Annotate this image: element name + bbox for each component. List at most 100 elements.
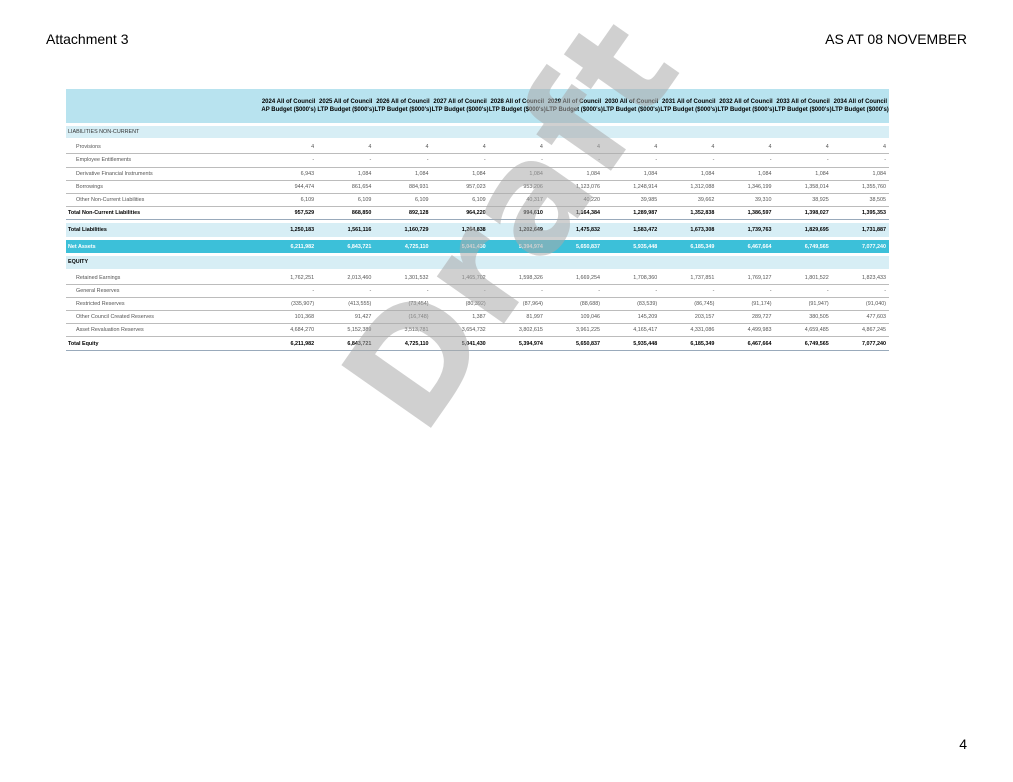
value-cell: 4 bbox=[660, 141, 718, 155]
value-cell: 1,084 bbox=[488, 167, 546, 181]
value-cell: 6,185,349 bbox=[660, 240, 718, 254]
value-cell: 6,843,721 bbox=[317, 336, 375, 351]
value-cell: 1,084 bbox=[831, 167, 889, 181]
value-cell: 1,084 bbox=[717, 167, 775, 181]
value-cell: - bbox=[317, 153, 375, 168]
value-cell: 1,289,987 bbox=[603, 206, 661, 221]
value-cell: 5,041,430 bbox=[431, 336, 489, 351]
value-cell: 1,475,832 bbox=[545, 223, 604, 238]
value-cell: 380,505 bbox=[774, 310, 832, 325]
header-label-cell bbox=[66, 89, 260, 123]
value-cell: 1,801,522 bbox=[774, 271, 832, 285]
column-header: 2028 All of Council LTP Budget ($000's) bbox=[488, 89, 546, 123]
row-label: Total Equity bbox=[66, 336, 260, 351]
value-cell: 1,395,353 bbox=[831, 206, 889, 221]
value-cell: 4 bbox=[831, 141, 889, 155]
value-cell: 4 bbox=[717, 141, 775, 155]
value-cell: 2,013,460 bbox=[317, 271, 375, 285]
column-header: 2034 All of Council LTP Budget ($000's) bbox=[831, 89, 889, 123]
value-cell: 944,474 bbox=[260, 180, 318, 194]
value-cell: 3,654,732 bbox=[431, 323, 489, 338]
row-label: Net Assets bbox=[66, 240, 260, 254]
value-cell: 4 bbox=[774, 141, 832, 155]
value-cell: 5,935,448 bbox=[603, 336, 661, 351]
value-cell: 145,209 bbox=[603, 310, 661, 325]
column-header: 2029 All of Council LTP Budget ($000's) bbox=[545, 89, 604, 123]
value-cell: 4,867,245 bbox=[831, 323, 889, 338]
value-cell: 1,164,384 bbox=[545, 206, 604, 221]
value-cell: 5,394,974 bbox=[488, 336, 546, 351]
value-cell: 6,211,982 bbox=[260, 336, 318, 351]
value-cell: (87,964) bbox=[488, 297, 546, 312]
row-label: Employee Entitlements bbox=[66, 153, 260, 168]
value-cell: 1,160,729 bbox=[374, 223, 432, 238]
value-cell: 6,185,349 bbox=[660, 336, 718, 351]
value-cell: - bbox=[545, 153, 604, 168]
value-cell: 6,109 bbox=[317, 193, 375, 208]
value-cell: (335,907) bbox=[260, 297, 318, 312]
value-cell: 5,394,974 bbox=[488, 240, 546, 254]
value-cell: 1,084 bbox=[374, 167, 432, 181]
value-cell: 6,109 bbox=[431, 193, 489, 208]
value-cell: 4 bbox=[603, 141, 661, 155]
row-label: Restricted Reserves bbox=[66, 297, 260, 312]
value-cell: (73,454) bbox=[374, 297, 432, 312]
value-cell: 6,943 bbox=[260, 167, 318, 181]
value-cell: 1,084 bbox=[774, 167, 832, 181]
column-header: 2032 All of Council LTP Budget ($000's) bbox=[717, 89, 775, 123]
value-cell: (83,539) bbox=[603, 297, 661, 312]
attachment-label: Attachment 3 bbox=[46, 31, 129, 47]
value-cell: 884,931 bbox=[374, 180, 432, 194]
value-cell: 109,046 bbox=[545, 310, 604, 325]
value-cell: (88,688) bbox=[545, 297, 604, 312]
value-cell: (80,392) bbox=[431, 297, 489, 312]
value-cell: 6,749,565 bbox=[774, 336, 832, 351]
column-header: 2027 All of Council LTP Budget ($000's) bbox=[431, 89, 489, 123]
table-row: Employee Entitlements----------- bbox=[66, 153, 889, 168]
value-cell: - bbox=[831, 153, 889, 168]
value-cell: 40,220 bbox=[545, 193, 604, 208]
value-cell: (413,555) bbox=[317, 297, 375, 312]
financial-table: 2024 All of Council AP Budget ($000's) 2… bbox=[66, 89, 889, 351]
value-cell: 1,123,076 bbox=[545, 180, 604, 194]
value-cell: 4,331,086 bbox=[660, 323, 718, 338]
value-cell: - bbox=[374, 153, 432, 168]
value-cell: 1,823,433 bbox=[831, 271, 889, 285]
column-header: 2025 All of Council LTP Budget ($000's) bbox=[317, 89, 375, 123]
value-cell: 1,202,649 bbox=[488, 223, 546, 238]
column-header: 2033 All of Council LTP Budget ($000's) bbox=[774, 89, 832, 123]
value-cell: (16,748) bbox=[374, 310, 432, 325]
date-label: AS AT 08 NOVEMBER bbox=[825, 31, 967, 47]
value-cell: 6,467,664 bbox=[717, 240, 775, 254]
value-cell: 39,662 bbox=[660, 193, 718, 208]
section-title: LIABILITIES NON-CURRENT bbox=[66, 126, 889, 139]
column-header: 2030 All of Council LTP Budget ($000's) bbox=[603, 89, 661, 123]
value-cell: 7,077,240 bbox=[831, 336, 889, 351]
value-cell: 101,368 bbox=[260, 310, 318, 325]
value-cell: 4,659,485 bbox=[774, 323, 832, 338]
row-label: Other Council Created Reserves bbox=[66, 310, 260, 325]
value-cell: 40,317 bbox=[488, 193, 546, 208]
value-cell: 4,725,110 bbox=[374, 336, 432, 351]
value-cell: 4 bbox=[431, 141, 489, 155]
value-cell: 1,084 bbox=[603, 167, 661, 181]
value-cell: 81,997 bbox=[488, 310, 546, 325]
value-cell: 5,935,448 bbox=[603, 240, 661, 254]
value-cell: 953,206 bbox=[488, 180, 546, 194]
value-cell: 1,301,532 bbox=[374, 271, 432, 285]
value-cell: 289,727 bbox=[717, 310, 775, 325]
table-header-row: 2024 All of Council AP Budget ($000's) 2… bbox=[66, 89, 889, 123]
value-cell: 1,583,472 bbox=[603, 223, 661, 238]
value-cell: 1,561,116 bbox=[317, 223, 375, 238]
value-cell: 1,248,914 bbox=[603, 180, 661, 194]
value-cell: 1,084 bbox=[660, 167, 718, 181]
value-cell: 1,769,127 bbox=[717, 271, 775, 285]
section-liabilities: LIABILITIES NON-CURRENT bbox=[66, 126, 889, 139]
value-cell: - bbox=[603, 284, 661, 298]
row-label: Other Non-Current Liabilities bbox=[66, 193, 260, 208]
